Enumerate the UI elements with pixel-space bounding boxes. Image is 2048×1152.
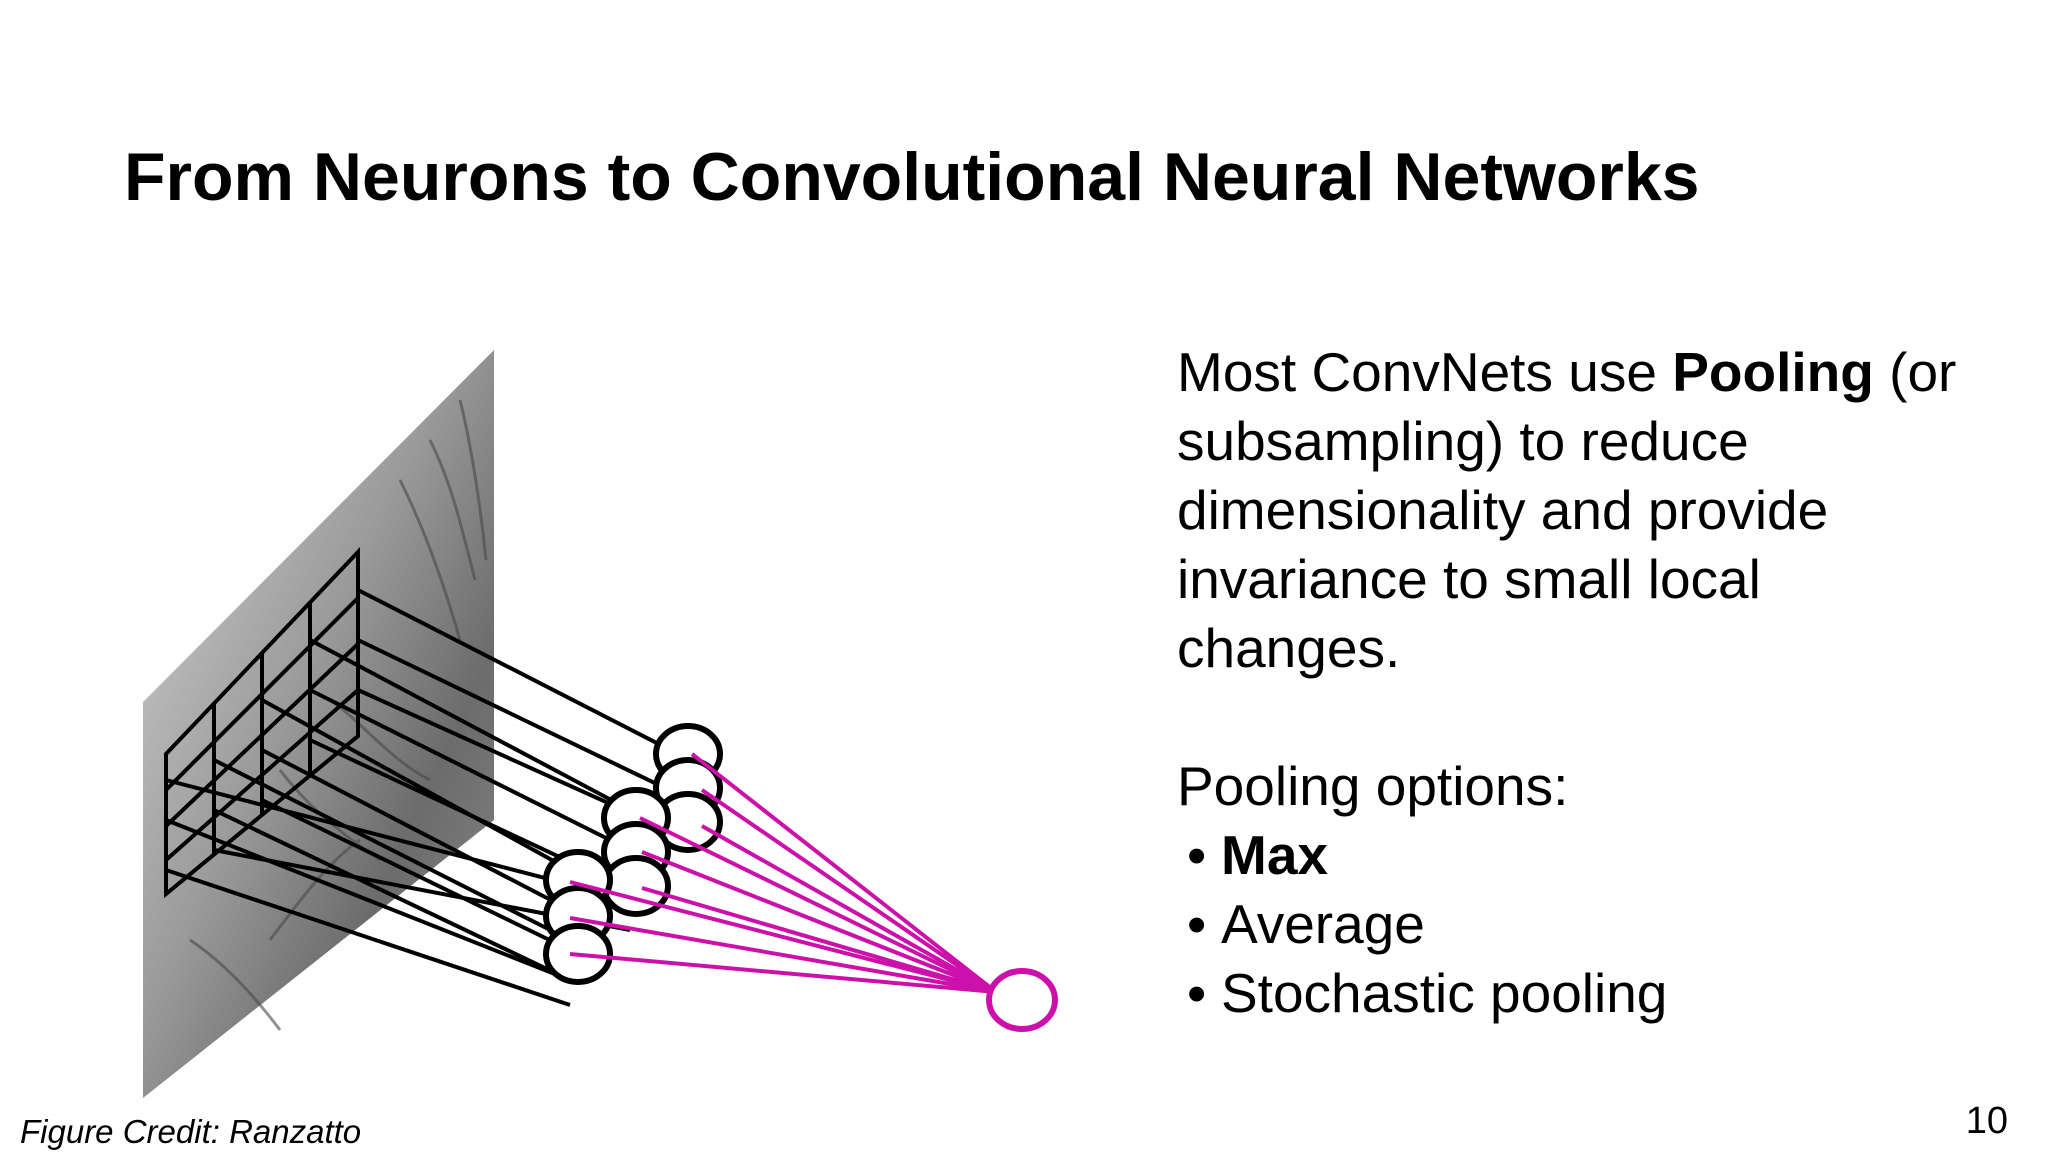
option-label: Max (1221, 824, 1328, 886)
pooling-options-heading: Pooling options: (1177, 755, 1569, 817)
pooled-output-neuron (986, 968, 1058, 1032)
feature-map-neurons (543, 723, 723, 985)
list-item: •Stochastic pooling (1177, 959, 1997, 1028)
pooling-options-list: •Max •Average •Stochastic pooling (1177, 821, 1997, 1028)
slide-title: From Neurons to Convolutional Neural Net… (124, 139, 1700, 215)
list-item: •Average (1177, 890, 1997, 959)
option-label: Stochastic pooling (1221, 962, 1668, 1024)
pooling-paragraph-suffix: (or subsampling) to reduce dimensionalit… (1177, 341, 1957, 679)
convnet-pooling-figure (143, 350, 1058, 1098)
page-number: 10 (1965, 1100, 2008, 1142)
option-label: Average (1221, 893, 1425, 955)
pooling-description: Most ConvNets use Pooling (or subsamplin… (1177, 338, 1997, 1028)
bullet-icon: • (1187, 893, 1207, 955)
pooling-paragraph: Most ConvNets use Pooling (or subsamplin… (1177, 338, 1997, 683)
pooling-keyword: Pooling (1672, 341, 1874, 403)
bullet-icon: • (1187, 824, 1207, 886)
bullet-icon: • (1187, 962, 1207, 1024)
pooling-paragraph-prefix: Most ConvNets use (1177, 341, 1673, 403)
paragraph-spacer (1177, 683, 1997, 752)
pooling-connections (569, 752, 998, 994)
figure-credit: Figure Credit: Ranzatto (20, 1113, 362, 1150)
list-item: •Max (1177, 821, 1997, 890)
